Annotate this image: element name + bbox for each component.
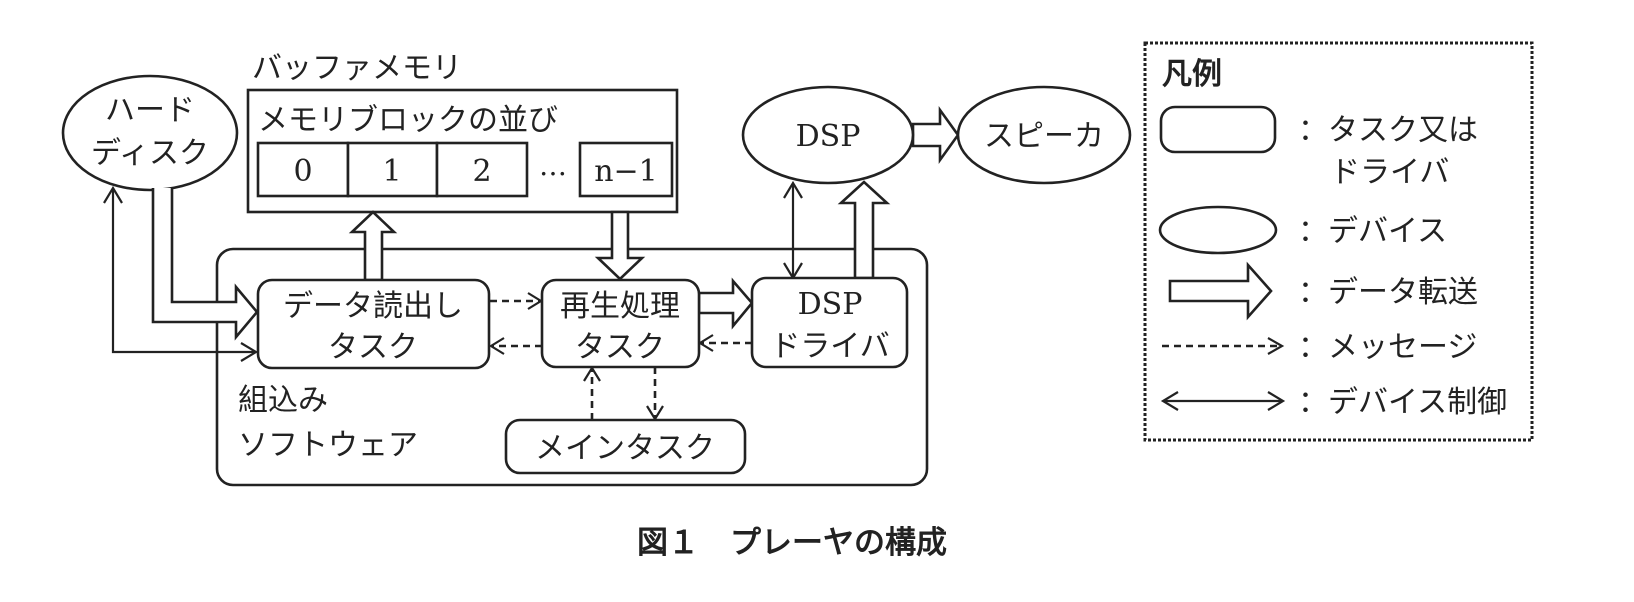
- data-transfer-arrow-playback-to-dspdriver: [697, 277, 754, 330]
- legend-item-message: ：メッセージ: [1162, 330, 1477, 365]
- legend-device-control-label: ：デバイス制御: [1298, 385, 1507, 420]
- legend-item-device: ：デバイス: [1158, 205, 1447, 255]
- playback-task-label-line2: タスク: [575, 330, 665, 365]
- memory-block-ellipsis: …: [539, 149, 567, 182]
- legend-double-headed-arrow-icon: [1160, 391, 1286, 411]
- speaker-ellipse: [956, 85, 1132, 185]
- legend-dashed-arrow-icon: [1162, 337, 1285, 355]
- legend-block-arrow-icon: [1168, 261, 1273, 321]
- memory-block-last-label: n−1: [594, 154, 658, 189]
- message-arrow-main-to-playback: [583, 365, 601, 420]
- legend-title: 凡例: [1162, 57, 1222, 92]
- data-transfer-arrow-dataread-to-buffer: [348, 210, 398, 282]
- embedded-software-box: [215, 247, 929, 487]
- embedded-software-label-line1: 組込み: [238, 383, 328, 418]
- memory-block-2-label: 2: [472, 154, 491, 189]
- data-transfer-arrow-buffer-to-playback: [594, 210, 646, 281]
- dsp-driver-label-line2: ドライバ: [770, 329, 889, 364]
- hard-disk-ellipse: [61, 74, 239, 192]
- message-arrow-dataread-to-playback: [490, 292, 544, 310]
- dsp-label: DSP: [796, 119, 861, 154]
- main-task-box: [504, 418, 747, 475]
- legend-message-label: ：メッセージ: [1298, 330, 1477, 365]
- data-transfer-arrow-dspdriver-to-dsp: [837, 180, 891, 280]
- data-read-task-label-line2: タスク: [328, 330, 418, 365]
- hard-disk-device: ハード ディスク: [61, 74, 239, 192]
- dsp-driver: DSP ドライバ: [750, 276, 909, 369]
- data-read-task-label-line1: データ読出し: [283, 289, 463, 324]
- speaker-label: スピーカ: [984, 119, 1104, 154]
- legend-device-label: ：デバイス: [1298, 214, 1447, 249]
- memory-block-1: [346, 141, 439, 198]
- data-transfer-arrow-harddisk-to-dataread: [151, 188, 259, 341]
- message-arrow-playback-to-main: [646, 367, 664, 422]
- playback-task: 再生処理 タスク: [540, 278, 701, 369]
- legend-frame: [1143, 41, 1534, 442]
- embedded-software-label-line2: ソフトウェア: [238, 428, 418, 463]
- buffer-memory: バッファメモリ メモリブロックの並び 0 1 2 … n−1: [246, 51, 679, 214]
- message-arrow-playback-to-dataread: [488, 337, 542, 355]
- device-control-arrow-dsp: [783, 180, 803, 281]
- dsp-device: DSP: [741, 85, 915, 185]
- hard-disk-label-line1: ハード: [105, 93, 195, 128]
- memory-block-0-label: 0: [293, 154, 312, 189]
- legend: 凡例 ：タスク又は ドライバ ：デバイス ：データ転送 ：メッセージ: [1143, 41, 1534, 442]
- data-read-task-box: [256, 278, 491, 370]
- dsp-ellipse: [741, 85, 915, 185]
- hard-disk-label-line2: ディスク: [91, 136, 209, 171]
- memory-block-sequence-label: メモリブロックの並び: [258, 103, 558, 138]
- speaker-device: スピーカ: [956, 85, 1132, 185]
- legend-data-transfer-label: ：データ転送: [1298, 275, 1478, 310]
- main-task-label: メインタスク: [535, 431, 715, 466]
- data-read-task: データ読出し タスク: [256, 278, 491, 370]
- legend-task-or-driver-line1: ：タスク又は: [1298, 113, 1478, 148]
- legend-task-or-driver-line2: ドライバ: [1330, 155, 1449, 190]
- dsp-driver-box: [750, 276, 909, 369]
- dsp-driver-label-line1: DSP: [798, 287, 863, 322]
- memory-block-0: [256, 141, 350, 198]
- buffer-memory-title: バッファメモリ: [252, 51, 462, 86]
- message-arrow-dspdriver-to-playback: [697, 334, 752, 352]
- playback-task-box: [540, 278, 701, 369]
- device-control-arrow-harddisk: [103, 185, 259, 362]
- embedded-software-container: 組込み ソフトウェア: [215, 247, 929, 487]
- memory-block-1-label: 1: [382, 154, 401, 189]
- figure-caption: 図１ プレーヤの構成: [637, 525, 947, 561]
- main-task: メインタスク: [504, 418, 747, 475]
- memory-block-2: [435, 141, 529, 198]
- legend-item-task-or-driver: ：タスク又は ドライバ: [1159, 105, 1478, 190]
- legend-item-device-control: ：デバイス制御: [1160, 385, 1507, 420]
- data-transfer-arrow-dsp-to-speaker: [911, 105, 960, 165]
- playback-task-label-line1: 再生処理: [560, 289, 680, 324]
- legend-item-data-transfer: ：データ転送: [1168, 261, 1478, 321]
- memory-block-last: [578, 141, 674, 198]
- legend-ellipse-icon: [1158, 205, 1278, 255]
- legend-rounded-rect-icon: [1159, 105, 1277, 154]
